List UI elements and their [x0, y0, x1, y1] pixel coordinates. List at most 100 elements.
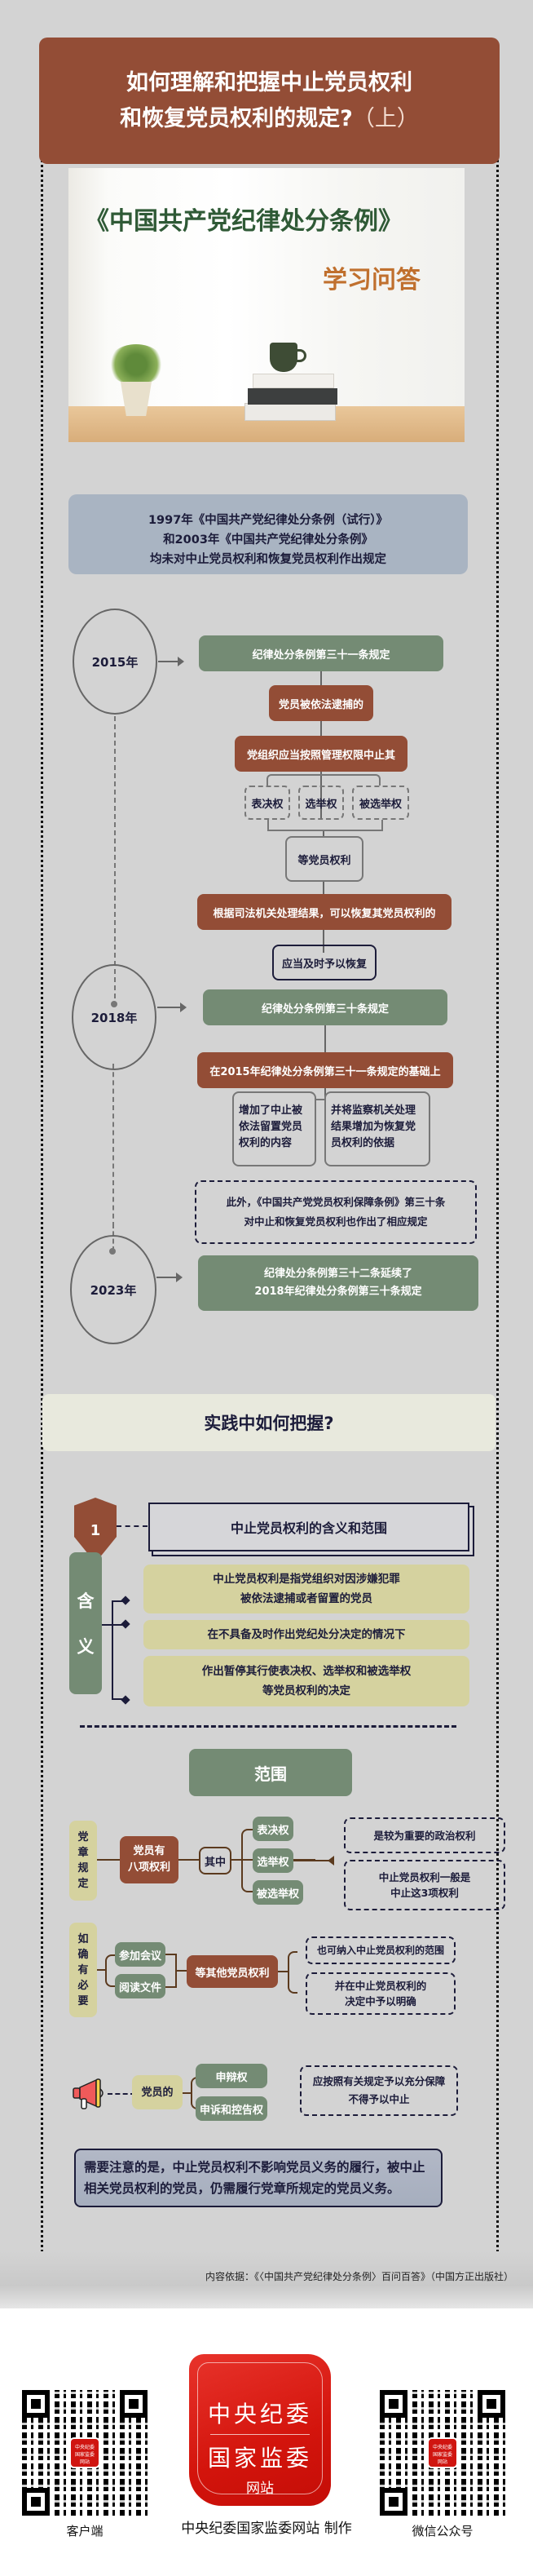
meaning-item: 作出暂停其行使表决权、选举权和被选举权 等党员权利的决定 — [143, 1656, 469, 1706]
branch-line — [97, 1969, 105, 1971]
intro-line: 均未对中止党员权利和恢复党员权利作出规定 — [150, 553, 386, 566]
year-circle-2018: 2018年 — [72, 964, 156, 1070]
qr-logo-line: 国家监委 — [74, 2452, 95, 2458]
megaphone-svg — [73, 2078, 104, 2109]
note-line: 对中止和恢复党员权利也作出了相应规定 — [244, 1215, 428, 1228]
change-line: 依法留置党员 — [239, 1121, 303, 1133]
book-illustration — [248, 388, 337, 405]
meaning-line: 被依法逮捕或者留置的党员 — [240, 1592, 372, 1605]
change-2: 并将监察机关处理 结果增加为恢复党 员权利的依据 — [324, 1091, 430, 1166]
note-line: 此外，《中国共产党党员权利保障条例》第三十条 — [226, 1196, 446, 1208]
note-line: 应按照有关规定予以充分保障 — [312, 2075, 446, 2087]
heading-2023: 纪律处分条例第三十二条延续了 2018年纪律处分条例第三十条规定 — [198, 1255, 478, 1311]
note-line: 决定中予以明确 — [345, 1995, 416, 2007]
year-label: 2015年 — [91, 654, 139, 670]
step-restore-timely: 应当及时予以恢复 — [272, 945, 377, 980]
tag-char: 有 — [77, 1963, 89, 1976]
section-number: 1 — [90, 1521, 101, 1539]
step-suspend: 党组织应当按照管理权限中止其 — [235, 736, 407, 772]
tag-char: 党 — [77, 1831, 89, 1843]
hero-image: 《中国共产党纪律处分条例》 学习问答 — [68, 168, 465, 442]
qr-code-wechat[interactable]: 中央纪委国家监委网站 — [380, 2390, 505, 2516]
tag-party-member: 党员的 — [132, 2075, 183, 2109]
label-char: 义 — [77, 1637, 95, 1657]
badge-divider — [210, 2434, 310, 2435]
site-logo-badge: 中央纪委 国家监委 网站 — [189, 2354, 331, 2506]
connector-line — [323, 930, 324, 953]
bracket-line — [105, 1954, 115, 1987]
year-circle-2023: 2023年 — [70, 1235, 156, 1344]
meaning-line: 作出暂停其行使表决权、选举权和被选举权 — [201, 1665, 412, 1678]
step-restore-basis: 根据司法机关处理结果，可以恢复其党员权利的 — [197, 894, 452, 930]
connector-line — [324, 1025, 326, 1053]
note-line: 并在中止党员权利的 — [334, 1980, 427, 1992]
right-box-elect: 选举权 — [298, 786, 344, 820]
tag-char: 确 — [77, 1948, 89, 1961]
guarantee-regulation-note: 此外，《中国共产党党员权利保障条例》第三十条 对中止和恢复党员权利也作出了相应规… — [195, 1180, 477, 1244]
badge-line-1: 中央纪委 — [207, 2401, 312, 2428]
qr-logo: 中央纪委国家监委网站 — [427, 2437, 458, 2468]
qr-code-client[interactable]: 中央纪委国家监委网站 — [22, 2390, 148, 2516]
bracket-line — [112, 1600, 125, 1700]
note-important-rights: 是较为重要的政治权利 — [344, 1817, 505, 1853]
tag-if-necessary: 如 确 有 必 要 — [69, 1923, 97, 2017]
plant-illustration — [108, 344, 165, 385]
branch-line — [293, 1860, 334, 1861]
dash-connector — [117, 1525, 148, 1527]
branch-line — [266, 774, 381, 786]
section-title: 中止党员权利的含义和范围 — [148, 1503, 469, 1551]
pot-illustration — [121, 382, 152, 416]
scope-right-elect: 选举权 — [253, 1848, 293, 1873]
qr-logo-line: 网站 — [79, 2459, 90, 2465]
box-line: 八项权利 — [127, 1861, 170, 1874]
note-protected: 应按照有关规定予以充分保障 不得予以中止 — [300, 2065, 458, 2116]
tag-char: 如 — [77, 1932, 89, 1945]
change-line: 员权利的依据 — [331, 1137, 395, 1149]
basis-2015: 在2015年纪律处分条例第三十一条规定的基础上 — [197, 1052, 453, 1088]
badge-line-3: 网站 — [246, 2481, 274, 2497]
qr-logo-line: 中央纪委 — [74, 2445, 95, 2450]
scope-right-vote: 表决权 — [253, 1817, 293, 1841]
hero-subtitle: 学习问答 — [323, 266, 421, 294]
bracket-stem — [102, 1624, 112, 1626]
bracket-middle — [112, 1624, 125, 1626]
merge-line — [267, 820, 383, 831]
meaning-label: 含 义 — [69, 1552, 102, 1694]
right-box-vote: 表决权 — [244, 786, 290, 820]
cup-handle — [295, 349, 306, 362]
source-bar: 内容依据：《〈中国共产党纪律处分条例〉百问百答》（中国方正出版社） — [0, 2251, 533, 2308]
tag-char: 定 — [77, 1878, 89, 1890]
change-1: 增加了中止被 依法留置党员 权利的内容 — [232, 1091, 316, 1166]
hero-book-title: 《中国共产党纪律处分条例》 — [85, 207, 403, 236]
item-defense-right: 申辩权 — [196, 2064, 267, 2088]
scope-label: 范围 — [189, 1749, 352, 1796]
change-line: 权利的内容 — [239, 1137, 293, 1149]
note-line: 中止党员权利一般是 — [378, 1871, 471, 1883]
qr-logo-line: 中央纪委 — [432, 2445, 452, 2450]
year-circle-2015: 2015年 — [73, 609, 157, 715]
note-may-include: 也可纳入中止党员权利的范围 — [306, 1936, 456, 1964]
bracket-line — [241, 1829, 253, 1892]
box-line: 党员有 — [133, 1845, 165, 1857]
timeline-connector — [112, 1064, 114, 1227]
intro-box: 1997年《中国共产党纪律处分条例（试行）》 和2003年《中国共产党纪律处分条… — [68, 494, 468, 574]
heading-line: 纪律处分条例第三十二条延续了 — [263, 1268, 412, 1280]
book-illustration — [244, 403, 336, 421]
meaning-line: 等党员权利的决定 — [262, 1684, 350, 1697]
arrow-icon — [156, 1273, 183, 1282]
heading-2015: 纪律处分条例第三十一条规定 — [199, 635, 443, 671]
branch-line — [177, 1970, 187, 1972]
branch-line — [278, 1971, 288, 1972]
arrow-icon — [328, 1856, 334, 1866]
practice-heading: 实践中如何把握? — [42, 1394, 496, 1451]
change-line: 结果增加为恢复党 — [331, 1121, 416, 1133]
megaphone-icon — [72, 2077, 109, 2111]
other-rights-box: 等其他党员权利 — [187, 1955, 278, 1988]
step-rights: 等党员权利 — [285, 836, 363, 882]
qr-label-wechat: 微信公众号 — [412, 2524, 474, 2538]
title-line-2: 和恢复党员权利的规定?（上） — [120, 106, 419, 131]
attention-note: 需要注意的是，中止党员权利不影响党员义务的履行，被中止相关党员权利的党员，仍需履… — [74, 2149, 443, 2207]
tag-char: 必 — [77, 1979, 89, 1992]
tag-char: 要 — [77, 1994, 89, 2007]
eight-rights-box: 党员有 八项权利 — [120, 1836, 178, 1883]
